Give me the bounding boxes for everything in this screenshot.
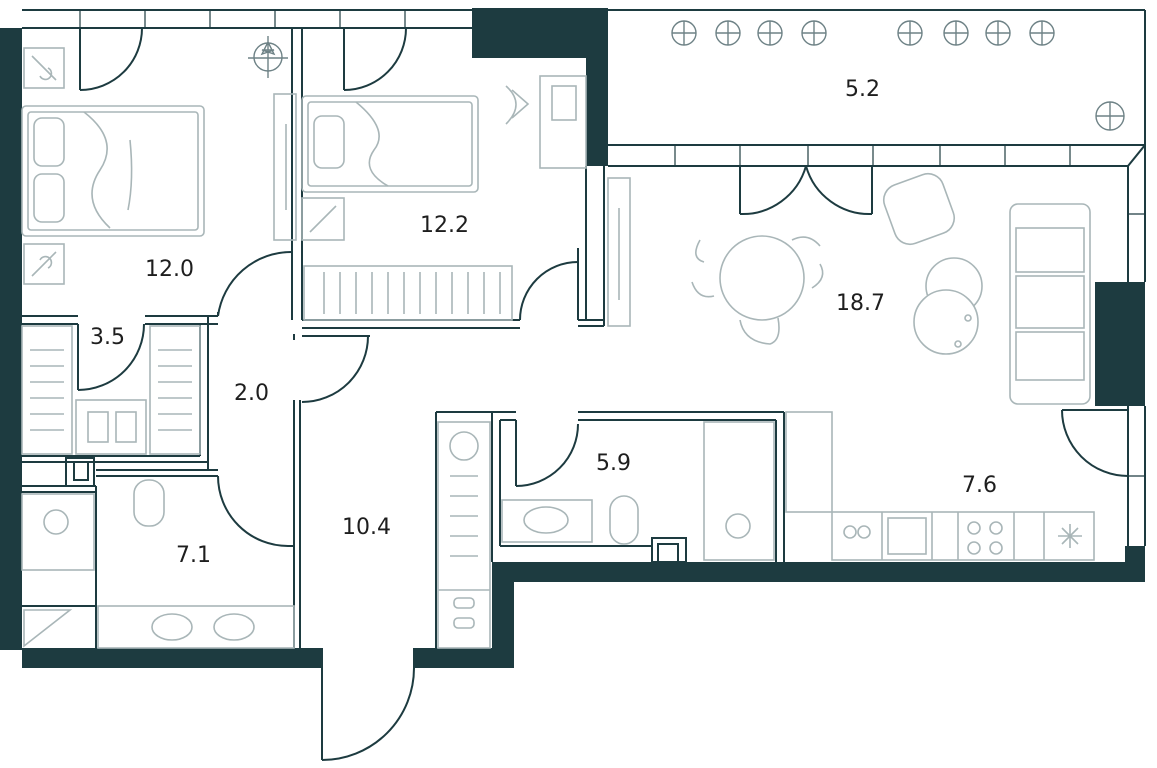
area-label-bedroom-2: 12.2 xyxy=(420,213,469,238)
vanity xyxy=(97,605,295,649)
area-label-balcony: 5.2 xyxy=(845,77,880,102)
coffee-table xyxy=(913,289,979,355)
dining-chair xyxy=(811,263,824,289)
dining-chair xyxy=(739,317,780,345)
balcony-divider-wall xyxy=(586,8,608,166)
nightstand-lamp xyxy=(23,243,65,285)
door-bedroom-1-arc xyxy=(79,27,143,91)
armchair xyxy=(882,172,956,246)
area-label-kitchen: 7.6 xyxy=(962,473,997,498)
furniture xyxy=(21,47,1095,649)
area-label-living-room: 18.7 xyxy=(836,291,885,316)
south-wall-right xyxy=(414,648,514,668)
north-wall-block xyxy=(472,8,608,58)
toilet-2 xyxy=(609,495,639,545)
dining-chair xyxy=(695,239,705,263)
dining-chair xyxy=(791,236,821,247)
nightstand-lamp xyxy=(301,197,345,241)
desk xyxy=(539,75,587,169)
east-wall-block xyxy=(1095,282,1145,406)
balcony-plants xyxy=(671,20,1125,131)
east-wall-corner xyxy=(1125,546,1145,582)
fridge xyxy=(785,411,833,513)
south-wall-left xyxy=(22,648,322,668)
kitchen-counter xyxy=(831,511,1095,561)
kitchen-sink xyxy=(887,517,927,555)
sink xyxy=(151,613,193,641)
area-label-bathroom-2: 5.9 xyxy=(596,451,631,476)
sink xyxy=(213,613,255,641)
single-bed xyxy=(301,95,479,193)
nightstand-lamp xyxy=(23,47,65,89)
desk-chair xyxy=(505,85,530,125)
radiator-fins xyxy=(323,272,501,314)
double-bed xyxy=(21,105,205,237)
wardrobe-racks xyxy=(21,325,201,455)
dining-chair xyxy=(691,281,715,298)
partition-walls xyxy=(22,9,1146,668)
area-label-bathroom-1: 7.1 xyxy=(176,543,211,568)
wardrobe-bedroom-2 xyxy=(607,177,631,327)
area-label-bedroom-1: 12.0 xyxy=(145,257,194,282)
snowflake-icon xyxy=(1058,524,1082,548)
doors xyxy=(77,27,1129,761)
plants xyxy=(248,20,1125,131)
south-wall-step xyxy=(492,562,514,668)
dining-table xyxy=(719,235,805,321)
area-label-corridor: 2.0 xyxy=(234,381,269,406)
area-label-wardrobe: 3.5 xyxy=(90,325,125,350)
wardrobe-bedroom-1 xyxy=(273,93,297,241)
vanity-2 xyxy=(501,499,593,543)
area-label-hall: 10.4 xyxy=(342,515,391,540)
cabinet xyxy=(23,609,73,648)
area-labels: 12.0 12.2 5.2 3.5 2.0 18.7 7.1 10.4 5.9 … xyxy=(90,77,997,568)
shower-tray xyxy=(21,493,95,571)
sofa xyxy=(1009,203,1091,405)
toilet xyxy=(133,479,165,527)
structural-walls xyxy=(0,8,1145,668)
south-wall-kitchen xyxy=(492,562,1145,582)
hall-storage xyxy=(437,421,491,649)
west-wall xyxy=(0,28,22,650)
shower-2 xyxy=(703,421,775,561)
radiator xyxy=(303,265,513,321)
